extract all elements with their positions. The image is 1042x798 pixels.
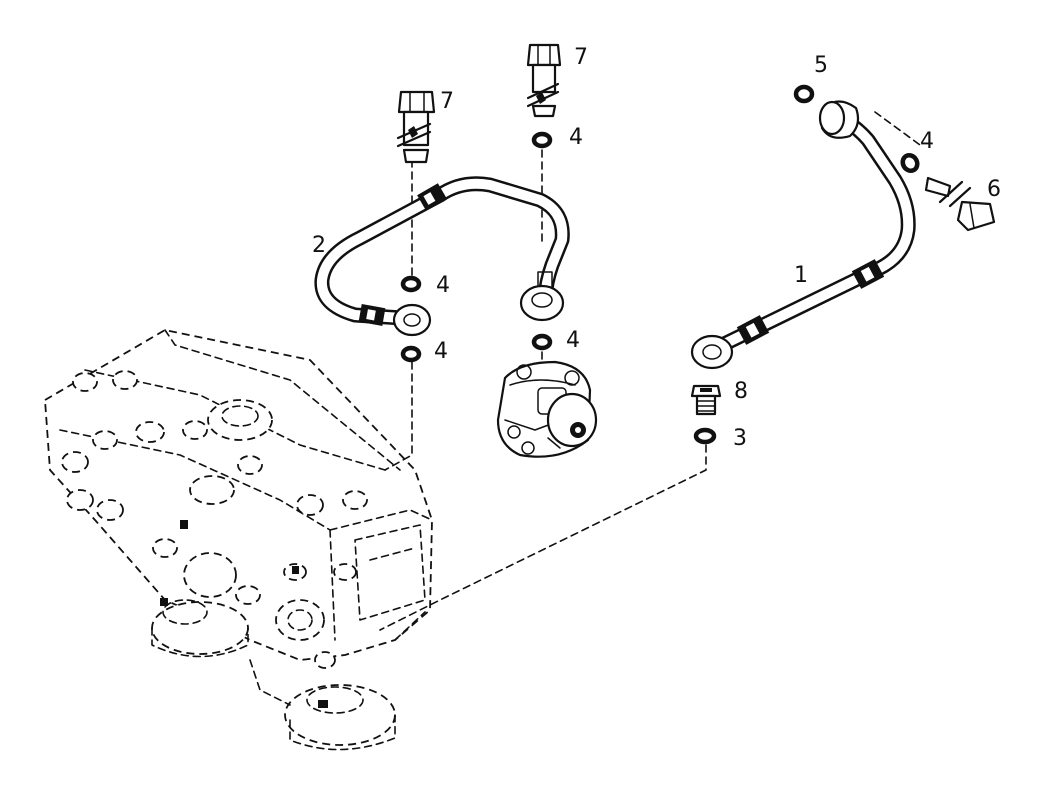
label-washer-4: 4	[436, 273, 450, 298]
pressure-pipe-2	[314, 176, 570, 337]
pipe-clip	[358, 304, 386, 326]
valve-housing	[44, 329, 433, 751]
sealing-washer-4	[531, 333, 553, 351]
label-bolt-7: 7	[440, 89, 454, 114]
sealing-washer-4	[531, 131, 553, 149]
pipe-clip	[736, 315, 770, 345]
part-labels: 1 2 3 4 4 4 4 4 5 6 7 7 8	[312, 45, 1001, 451]
label-bolt-6: 6	[987, 177, 1001, 202]
label-washer-4: 4	[920, 129, 934, 154]
banjo-bolt-7-mid	[526, 43, 562, 118]
label-washer-5: 5	[814, 53, 828, 78]
banjo-fitting	[690, 334, 734, 370]
adapter-8	[690, 384, 722, 416]
sealing-washer-4	[400, 275, 422, 293]
washers	[400, 84, 920, 445]
banjo-fitting	[519, 284, 565, 322]
hydraulic-pump	[496, 360, 598, 458]
label-bolt-7: 7	[574, 45, 588, 70]
label-pipe-1: 1	[794, 263, 808, 288]
assembly-lines	[379, 111, 921, 641]
sealing-washer-5	[793, 84, 815, 104]
label-washer-4: 4	[566, 328, 580, 353]
sealing-washer-4	[400, 345, 422, 363]
label-washer-3: 3	[733, 426, 747, 451]
sealing-washer-4	[900, 152, 920, 174]
sealing-washer-3	[693, 427, 717, 445]
pressure-pipe-1	[690, 100, 916, 370]
label-washer-4: 4	[434, 339, 448, 364]
pipe-clip	[851, 259, 885, 289]
label-adapter-8: 8	[734, 379, 748, 404]
banjo-bolt-6	[924, 176, 996, 232]
banjo-fitting	[392, 303, 432, 337]
pipe-clip	[417, 183, 447, 211]
banjo-bolt-7-left	[396, 90, 436, 164]
label-pipe-2: 2	[312, 233, 326, 258]
label-washer-4: 4	[569, 125, 583, 150]
